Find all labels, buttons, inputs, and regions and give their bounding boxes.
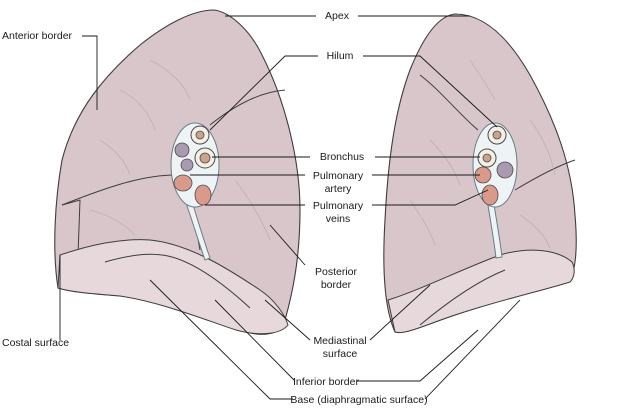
label-base: Base (diaphragmatic surface) — [290, 394, 427, 406]
right-pulmonary-ligament — [487, 203, 503, 259]
label-costal-surface: Costal surface — [2, 337, 69, 349]
label-anterior-border: Anterior border — [2, 30, 73, 42]
right-base-inner — [419, 269, 506, 326]
right-upper-bronchus-lumen — [492, 130, 502, 140]
left-bronchus-lumen — [199, 152, 211, 164]
right-pulmonary-vein-lower — [481, 184, 499, 206]
right-hilum — [472, 122, 518, 259]
left-pulmonary-vein-upper — [173, 174, 193, 192]
right-base-surface — [387, 249, 575, 334]
label-hilum: Hilum — [327, 50, 354, 62]
hilum-leader — [209, 55, 498, 131]
label-pulmonary-artery-line1: Pulmonary — [313, 170, 364, 182]
label-bronchus: Bronchus — [320, 151, 364, 163]
label-posterior-border-line2: border — [321, 279, 352, 291]
left-upper-bronchus-lumen — [195, 130, 205, 140]
left-pulmonary-artery — [174, 142, 190, 158]
label-posterior-border-line1: Posterior — [315, 266, 358, 278]
base-leader — [149, 279, 521, 400]
left-pulmonary-ligament — [184, 197, 211, 261]
leader-lines — [59, 15, 521, 400]
label-mediastinal-surface-line2: surface — [323, 348, 358, 360]
label-pulmonary-veins-line2: veins — [326, 213, 351, 225]
left-horizontal-line — [209, 89, 286, 126]
right-pulmonary-artery — [496, 161, 514, 179]
label-apex: Apex — [325, 10, 350, 22]
left-base-surface — [57, 239, 289, 335]
labels: Apex Anterior border Hilum Bronchus Pulm… — [2, 10, 428, 406]
left-hilum — [170, 122, 220, 261]
left-base-inner — [104, 253, 251, 309]
right-posterior-fissure — [514, 159, 576, 191]
right-bronchus-lumen — [482, 153, 492, 163]
right-oblique-fissure — [419, 74, 479, 131]
right-hilum-outline — [472, 122, 518, 208]
posterior-border-leader — [269, 224, 306, 266]
left-pulmonary-vein-lower — [194, 184, 212, 206]
inferior-border-leader — [214, 299, 479, 382]
mediastinal-surface-leader — [264, 284, 431, 341]
pulmonary-veins-leader — [205, 189, 489, 206]
anterior-border-leader — [82, 35, 98, 110]
left-pulmonary-artery-branch — [180, 158, 194, 172]
label-inferior-border: Inferior border — [293, 376, 359, 388]
label-mediastinal-surface-line1: Mediastinal — [313, 335, 366, 347]
label-pulmonary-veins-line1: Pulmonary — [313, 200, 364, 212]
label-pulmonary-artery-line2: artery — [325, 183, 353, 195]
